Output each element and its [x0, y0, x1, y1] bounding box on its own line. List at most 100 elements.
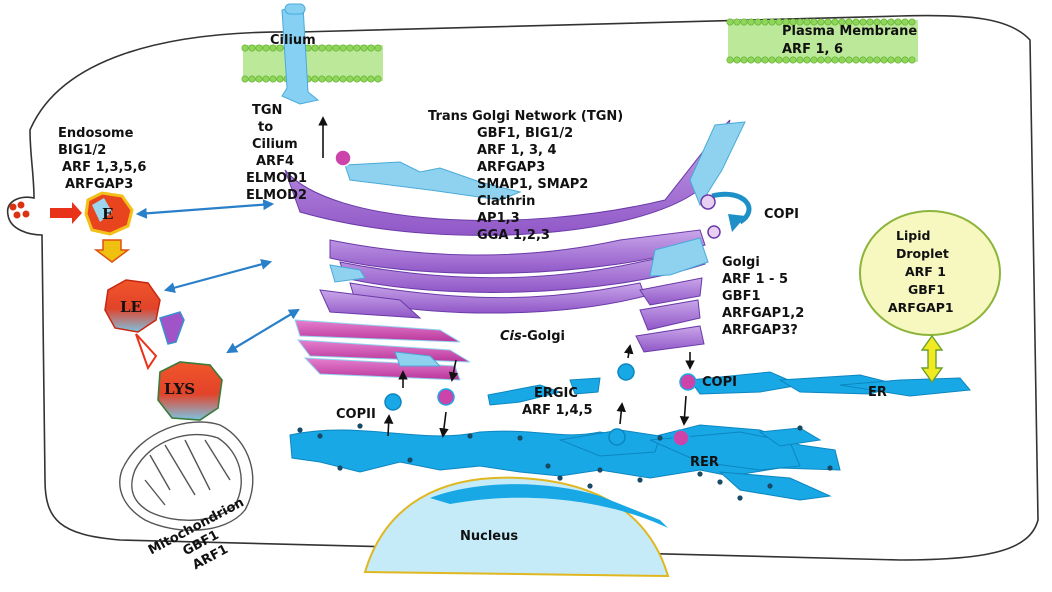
golgi-line-0: Golgi	[722, 255, 760, 270]
tgncil-line-1: to	[258, 120, 273, 135]
lipid-droplet	[859, 210, 1001, 336]
lipid-bead	[852, 18, 860, 26]
lipid-bead	[761, 56, 769, 64]
lipid-bead	[831, 18, 839, 26]
lipid-bead	[908, 56, 916, 64]
lipid-bead	[845, 18, 853, 26]
lysosome-label: LYS	[164, 380, 195, 398]
ribosome-dot	[827, 465, 833, 471]
golgi-line-3: ARFGAP1,2	[722, 306, 804, 321]
lipid-bead	[768, 18, 776, 26]
endosome-e-label: E	[102, 205, 113, 223]
mitochondrion-label: Mitochondrion GBF1 ARF1	[146, 495, 247, 573]
endo-line-0: Endosome	[58, 126, 134, 141]
lipid-bead	[318, 44, 326, 52]
lipid-bead	[276, 44, 284, 52]
lipid-bead	[824, 56, 832, 64]
lipid-bead	[241, 44, 249, 52]
endo-line-2: ARF 1,3,5,6	[62, 160, 146, 175]
lipid-bead	[817, 56, 825, 64]
lipid-bead	[325, 44, 333, 52]
ribosome-dot	[737, 495, 743, 501]
lipid-bead	[269, 75, 277, 83]
lipid-bead	[346, 44, 354, 52]
lipid-bead	[845, 56, 853, 64]
tgn-line-6: AP1,3	[477, 211, 520, 226]
lipid-bead	[803, 56, 811, 64]
lipid-bead	[255, 44, 263, 52]
tgn-line-5: Clathrin	[477, 194, 535, 209]
lipid-bead	[726, 18, 734, 26]
copi-label-mid: COPI	[702, 375, 737, 390]
lipid-bead	[838, 18, 846, 26]
tgn-label: Trans Golgi Network (TGN) GBF1, BIG1/2 A…	[428, 109, 623, 243]
lipid-bead	[803, 18, 811, 26]
tgn-line-0: Trans Golgi Network (TGN)	[428, 109, 623, 124]
lipid-bead	[367, 44, 375, 52]
lipid-bead	[887, 18, 895, 26]
lipid-line-3: GBF1	[908, 282, 945, 297]
rer-label: RER	[690, 455, 719, 470]
lipid-bead	[831, 56, 839, 64]
ergic-line-0: ERGIC	[534, 386, 578, 401]
ribosome-dot	[767, 483, 773, 489]
lipid-bead	[901, 56, 909, 64]
lipid-bead	[908, 18, 916, 26]
ribosome-dot	[587, 483, 593, 489]
lipid-bead	[810, 18, 818, 26]
lipid-bead	[768, 56, 776, 64]
lipid-bead	[740, 56, 748, 64]
lipid-bead	[754, 18, 762, 26]
transport-vesicle	[437, 388, 455, 406]
lipid-bead	[255, 75, 263, 83]
transport-vesicle	[672, 429, 690, 447]
ribosome-dot	[557, 475, 563, 481]
lipid-bead	[796, 18, 804, 26]
ergic-line-1: ARF 1,4,5	[522, 403, 593, 418]
lipid-bead	[262, 75, 270, 83]
cilium-label: Cilium	[270, 33, 316, 48]
ribosome-dot	[637, 477, 643, 483]
ribosome-dot	[717, 479, 723, 485]
lipid-bead	[873, 18, 881, 26]
lipid-er-arrow	[920, 334, 944, 384]
golgi-line-1: ARF 1 - 5	[722, 272, 788, 287]
lipid-bead	[761, 18, 769, 26]
lipid-bead	[747, 18, 755, 26]
lipid-bead	[880, 18, 888, 26]
lipid-bead	[262, 44, 270, 52]
lipid-bead	[782, 18, 790, 26]
ribosome-dot	[797, 425, 803, 431]
lipid-bead	[374, 44, 382, 52]
lipid-bead	[873, 56, 881, 64]
tgncil-line-4: ELMOD1	[246, 171, 307, 186]
lipid-bead	[754, 56, 762, 64]
lipid-line-2: ARF 1	[905, 264, 946, 279]
er-network	[289, 371, 971, 501]
lipid-bead	[817, 18, 825, 26]
ribosome-dot	[297, 427, 303, 433]
cell-outline	[6, 14, 1039, 561]
golgi-line-2: GBF1	[722, 289, 761, 304]
lipid-bead	[859, 56, 867, 64]
cis-golgi-prefix: Cis	[500, 329, 522, 344]
lipid-bead	[789, 18, 797, 26]
cis-golgi-label: Cis-Golgi	[500, 329, 565, 344]
ribosome-dot	[657, 435, 663, 441]
lipid-bead	[325, 75, 333, 83]
lipid-bead	[339, 75, 347, 83]
transport-vesicle	[617, 363, 635, 381]
lipid-bead	[733, 18, 741, 26]
lipid-bead	[740, 18, 748, 26]
ergic-label: ERGIC ARF 1,4,5	[522, 386, 593, 418]
tgn-to-cilium-label: TGN to Cilium ARF4 ELMOD1 ELMOD2	[246, 103, 307, 203]
tgncil-line-5: ELMOD2	[246, 188, 307, 203]
tgn-line-4: SMAP1, SMAP2	[477, 177, 588, 192]
tgn-line-3: ARFGAP3	[477, 160, 545, 175]
lipid-bead	[747, 56, 755, 64]
lipid-bead	[311, 75, 319, 83]
endosome-label: Endosome BIG1/2 ARF 1,3,5,6 ARFGAP3	[58, 126, 146, 192]
lipid-bead	[901, 18, 909, 26]
copi-label-top: COPI	[764, 207, 799, 222]
lipid-bead	[318, 75, 326, 83]
